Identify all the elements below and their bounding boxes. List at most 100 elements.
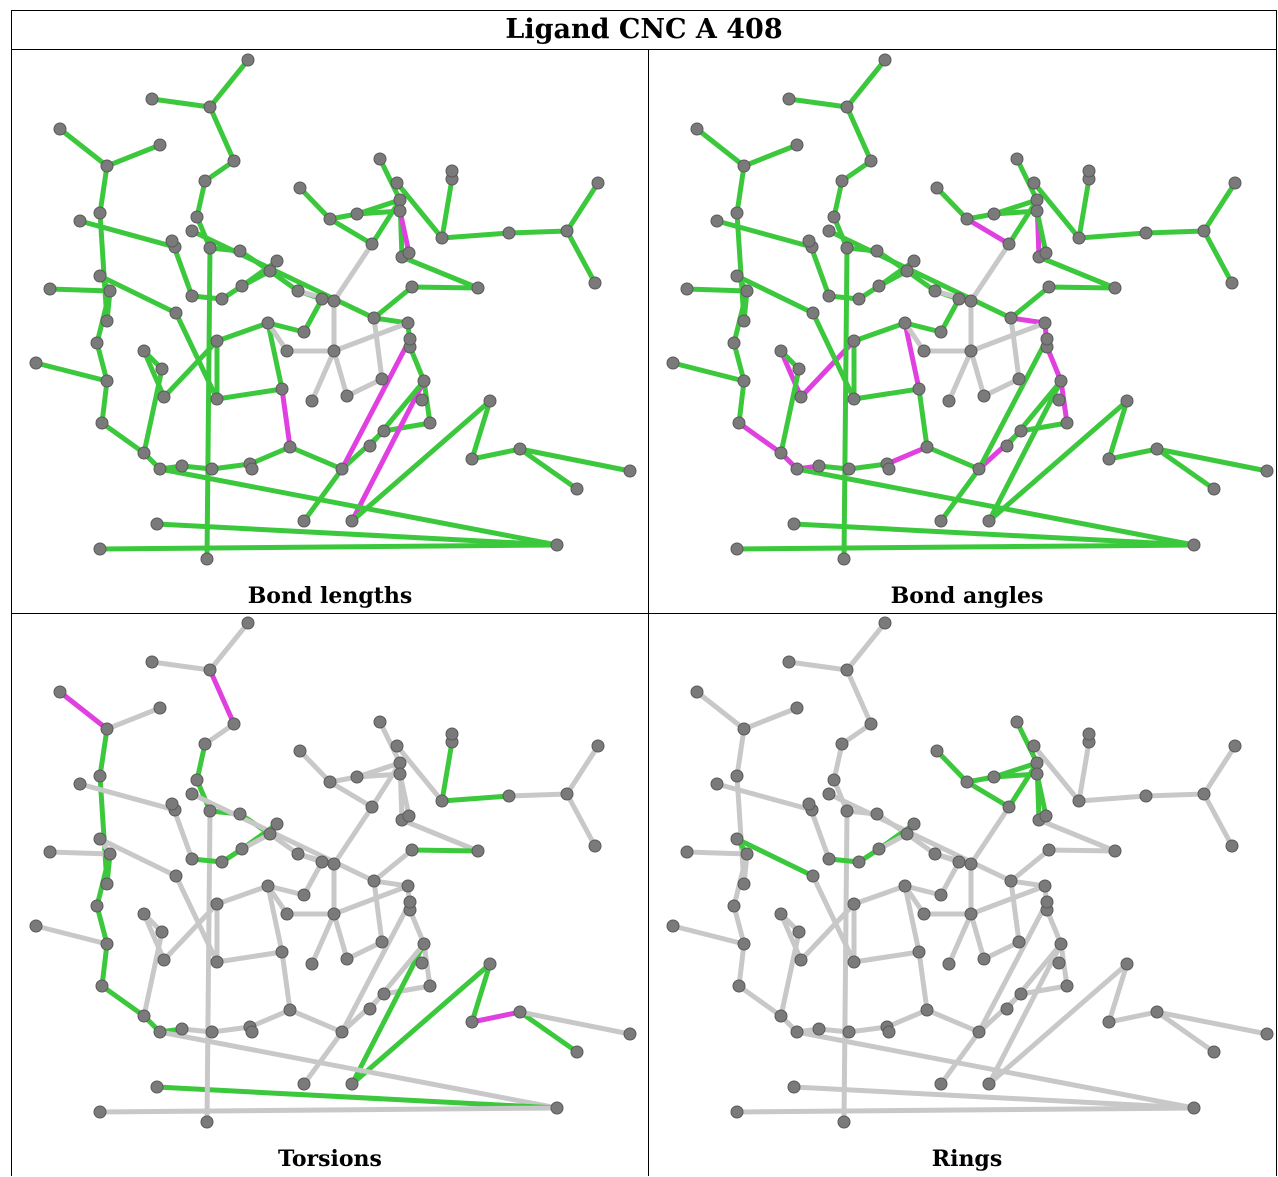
atom: [840, 241, 854, 255]
atom: [934, 888, 948, 902]
atom: [591, 739, 605, 753]
atom: [153, 462, 167, 476]
bond: [1076, 230, 1149, 241]
atom: [435, 231, 449, 245]
atom: [350, 770, 364, 784]
bond: [946, 348, 974, 404]
bond: [397, 771, 412, 819]
bond: [349, 961, 493, 1087]
bond: [394, 743, 445, 804]
bond: [1008, 284, 1052, 321]
atom: [942, 394, 956, 408]
atom: [137, 344, 151, 358]
atom: [155, 362, 169, 376]
atom: [43, 282, 57, 296]
atom: [900, 827, 914, 841]
bond: [517, 1009, 580, 1055]
atom: [1014, 424, 1028, 438]
atom: [297, 325, 311, 339]
bond: [1106, 961, 1130, 1025]
bond: [976, 336, 1050, 472]
bond: [844, 620, 888, 673]
atom: [1260, 464, 1274, 478]
panel-caption: Torsions: [278, 1146, 382, 1172]
bond: [851, 320, 908, 344]
bond: [968, 348, 987, 399]
atom: [730, 542, 744, 556]
bond: [851, 949, 922, 965]
atom: [623, 464, 637, 478]
atom: [73, 777, 87, 791]
atom: [802, 797, 816, 811]
bond: [204, 245, 213, 562]
atom: [737, 937, 751, 951]
bond: [1034, 771, 1049, 819]
bond: [331, 241, 375, 304]
bond: [47, 849, 113, 857]
bond: [214, 386, 285, 402]
bond: [1034, 208, 1049, 256]
atom: [235, 279, 249, 293]
bond: [301, 1029, 345, 1087]
bond: [778, 348, 804, 400]
atom: [737, 374, 751, 388]
bond: [1201, 180, 1238, 234]
bond: [810, 873, 857, 965]
atom: [790, 138, 804, 152]
bond: [214, 320, 271, 344]
atom: [912, 382, 926, 396]
bond: [331, 883, 411, 917]
atom: [972, 1025, 986, 1039]
atom: [93, 542, 107, 556]
atom: [900, 264, 914, 278]
bond: [1143, 228, 1207, 236]
atom: [907, 817, 921, 831]
atom: [513, 1005, 527, 1019]
atom: [1002, 237, 1016, 251]
atom: [93, 832, 107, 846]
bond: [714, 781, 815, 813]
atom: [327, 907, 341, 921]
bond: [33, 923, 110, 947]
atom: [960, 212, 974, 226]
atom: [185, 224, 199, 238]
bond: [564, 743, 601, 797]
atom: [727, 336, 741, 350]
atom: [293, 744, 307, 758]
atom: [90, 899, 104, 913]
bond: [684, 849, 750, 857]
atom: [847, 955, 861, 969]
bond: [367, 941, 427, 1012]
atom: [402, 809, 416, 823]
bond: [1201, 791, 1235, 849]
atom: [878, 616, 892, 630]
atom: [169, 869, 183, 883]
atom: [934, 514, 948, 528]
bond: [469, 446, 523, 462]
atom: [373, 715, 387, 729]
bond: [731, 903, 747, 947]
atom: [898, 879, 912, 893]
atom: [1082, 727, 1096, 741]
atom: [964, 344, 978, 358]
figure-frame: [11, 10, 1277, 1176]
bond: [301, 466, 345, 524]
atom: [203, 804, 217, 818]
atom: [53, 685, 67, 699]
atom: [840, 804, 854, 818]
atom: [1139, 226, 1153, 240]
bond: [1046, 847, 1118, 854]
atom: [393, 204, 407, 218]
atom: [794, 953, 808, 967]
bond: [1201, 228, 1235, 286]
atom: [471, 281, 485, 295]
atom: [185, 787, 199, 801]
atom: [185, 852, 199, 866]
atom: [403, 332, 417, 346]
atom: [1108, 281, 1122, 295]
bond: [1008, 847, 1052, 884]
bond: [371, 284, 415, 321]
atom: [297, 1077, 311, 1091]
atom: [157, 953, 171, 967]
panel-bond-lengths: Bond lengths: [12, 51, 648, 614]
